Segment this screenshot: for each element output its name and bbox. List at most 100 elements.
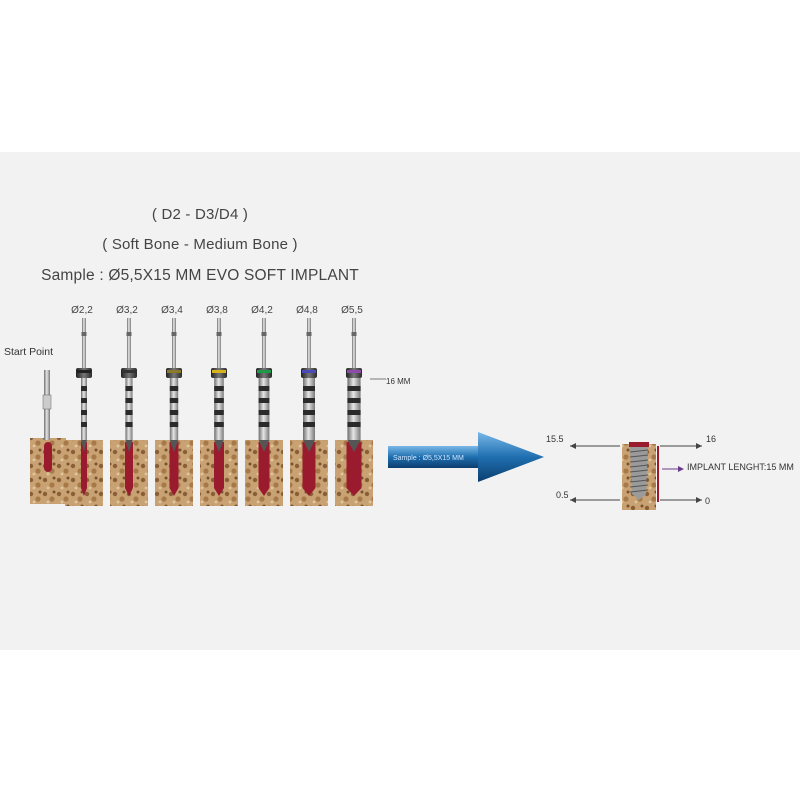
drill-body-3 bbox=[169, 378, 179, 440]
bone-type-subtitle: ( Soft Bone - Medium Bone ) bbox=[102, 236, 298, 253]
drill-depth-mark-3-3 bbox=[169, 410, 179, 415]
drill-label-2: Ø3,2 bbox=[116, 305, 138, 316]
drill-label-4: Ø3,8 bbox=[206, 305, 228, 316]
drill-depth-mark-6-3 bbox=[303, 410, 315, 415]
drill-depth-mark-6-2 bbox=[303, 398, 315, 403]
drill-tip-7 bbox=[347, 440, 361, 452]
implant-length-arrowhead bbox=[678, 466, 684, 472]
pilot-drill-band bbox=[42, 394, 52, 410]
implant-collar bbox=[629, 442, 649, 447]
drill-depth-mark-2-2 bbox=[125, 398, 133, 403]
drill-label-6: Ø4,8 bbox=[296, 305, 318, 316]
scale-top-right: 16 bbox=[706, 434, 717, 444]
implant-thread-3 bbox=[629, 459, 649, 463]
drill-notch-2 bbox=[126, 332, 132, 336]
sample-arrow-shaft bbox=[388, 446, 488, 468]
drill-body-4 bbox=[214, 378, 224, 440]
sample-implant-title: Sample : Ø5,5X15 MM EVO SOFT IMPLANT bbox=[41, 267, 359, 284]
scale-bottom-right: 0 bbox=[705, 496, 711, 506]
start-point-label: Start Point bbox=[4, 346, 54, 358]
drill-notch-1 bbox=[81, 332, 87, 336]
implant-thread-2 bbox=[629, 454, 649, 458]
drill-notch-6 bbox=[306, 332, 312, 336]
bone-density-title: ( D2 - D3/D4 ) bbox=[151, 206, 249, 223]
drill-label-7: Ø5,5 bbox=[341, 305, 363, 316]
drill-depth-mark-4-2 bbox=[214, 398, 224, 403]
drill-depth-mark-3-1 bbox=[169, 386, 179, 391]
implant-length-label: IMPLANT LENGHT:15 MM bbox=[687, 462, 794, 472]
drill-depth-mark-7-3 bbox=[347, 410, 361, 415]
scale-arrowhead-bottom-left bbox=[570, 497, 576, 503]
drill-body-5 bbox=[258, 378, 270, 440]
drill-depth-mark-5-1 bbox=[258, 386, 270, 391]
implant-thread-6 bbox=[629, 474, 649, 478]
drill-color-ring-7 bbox=[347, 370, 361, 373]
drill-tip-6 bbox=[303, 440, 315, 452]
implant-thread-9 bbox=[629, 489, 649, 493]
drill-color-ring-6 bbox=[302, 370, 316, 373]
osteotomy-6 bbox=[302, 442, 316, 496]
drill-shank-3 bbox=[172, 318, 176, 368]
implant-length-bar bbox=[657, 446, 659, 502]
drill-depth-mark-5-2 bbox=[258, 398, 270, 403]
drill-depth-mark-5-3 bbox=[258, 410, 270, 415]
drill-label-3: Ø3,4 bbox=[161, 305, 183, 316]
drill-depth-mark-4-4 bbox=[214, 422, 224, 427]
scale-bottom-left: 0.5 bbox=[556, 490, 569, 500]
drill-tip-5 bbox=[258, 440, 270, 452]
drill-label-5: Ø4,2 bbox=[251, 305, 273, 316]
drill-shank-1 bbox=[82, 318, 86, 368]
drill-depth-mark-6-1 bbox=[303, 386, 315, 391]
drill-depth-mark-4-3 bbox=[214, 410, 224, 415]
osteotomy-5 bbox=[258, 442, 270, 496]
osteotomy-4 bbox=[214, 442, 224, 496]
osteotomy-start bbox=[44, 442, 52, 472]
drill-depth-mark-3-4 bbox=[169, 422, 179, 427]
osteotomy-2 bbox=[125, 442, 133, 496]
drill-notch-4 bbox=[216, 332, 222, 336]
drill-tip-4 bbox=[214, 440, 224, 452]
drill-shank-6 bbox=[307, 318, 311, 368]
implant-thread-1 bbox=[629, 449, 649, 453]
implant-thread-4 bbox=[629, 464, 649, 468]
scale-arrowhead-bottom-right bbox=[696, 497, 702, 503]
drill-color-ring-5 bbox=[257, 370, 271, 373]
scale-top-left: 15.5 bbox=[546, 434, 564, 444]
drill-depth-mark-7-1 bbox=[347, 386, 361, 391]
osteotomy-3 bbox=[169, 442, 179, 496]
implant-thread-8 bbox=[629, 484, 649, 488]
drill-depth-mark-2-3 bbox=[125, 410, 133, 415]
drill-shank-2 bbox=[127, 318, 131, 368]
diagram-panel bbox=[0, 152, 800, 650]
scale-arrowhead-top-left bbox=[570, 443, 576, 449]
drill-tip-2 bbox=[125, 440, 133, 452]
drill-shank-5 bbox=[262, 318, 266, 368]
drill-depth-mark-4-1 bbox=[214, 386, 224, 391]
implant-thread-7 bbox=[629, 479, 649, 483]
drill-color-ring-3 bbox=[167, 370, 181, 373]
drill-depth-mark-2-4 bbox=[125, 422, 133, 427]
drill-color-ring-2 bbox=[122, 370, 136, 373]
drill-depth-mark-1-1 bbox=[81, 386, 87, 391]
drill-body-2 bbox=[125, 378, 133, 440]
drill-depth-mark-1-4 bbox=[81, 422, 87, 427]
drill-shank-7 bbox=[352, 318, 356, 368]
drill-color-ring-4 bbox=[212, 370, 226, 373]
drill-shank-4 bbox=[217, 318, 221, 368]
drill-depth-mark-6-4 bbox=[303, 422, 315, 427]
drill-depth-mark-3-2 bbox=[169, 398, 179, 403]
implant-thread-5 bbox=[629, 469, 649, 473]
drill-depth-mark-1-3 bbox=[81, 410, 87, 415]
drill-tip-3 bbox=[169, 440, 179, 452]
drill-depth-mark-7-2 bbox=[347, 398, 361, 403]
osteotomy-7 bbox=[346, 442, 362, 496]
drill-tip-1 bbox=[81, 440, 87, 452]
drill-body-1 bbox=[81, 378, 87, 440]
drill-depth-mark-7-4 bbox=[347, 422, 361, 427]
osteotomy-1 bbox=[81, 442, 87, 496]
drill-notch-5 bbox=[261, 332, 267, 336]
depth-label: 16 MM bbox=[386, 377, 411, 386]
drill-label-1: Ø2,2 bbox=[71, 305, 93, 316]
drill-depth-mark-5-4 bbox=[258, 422, 270, 427]
